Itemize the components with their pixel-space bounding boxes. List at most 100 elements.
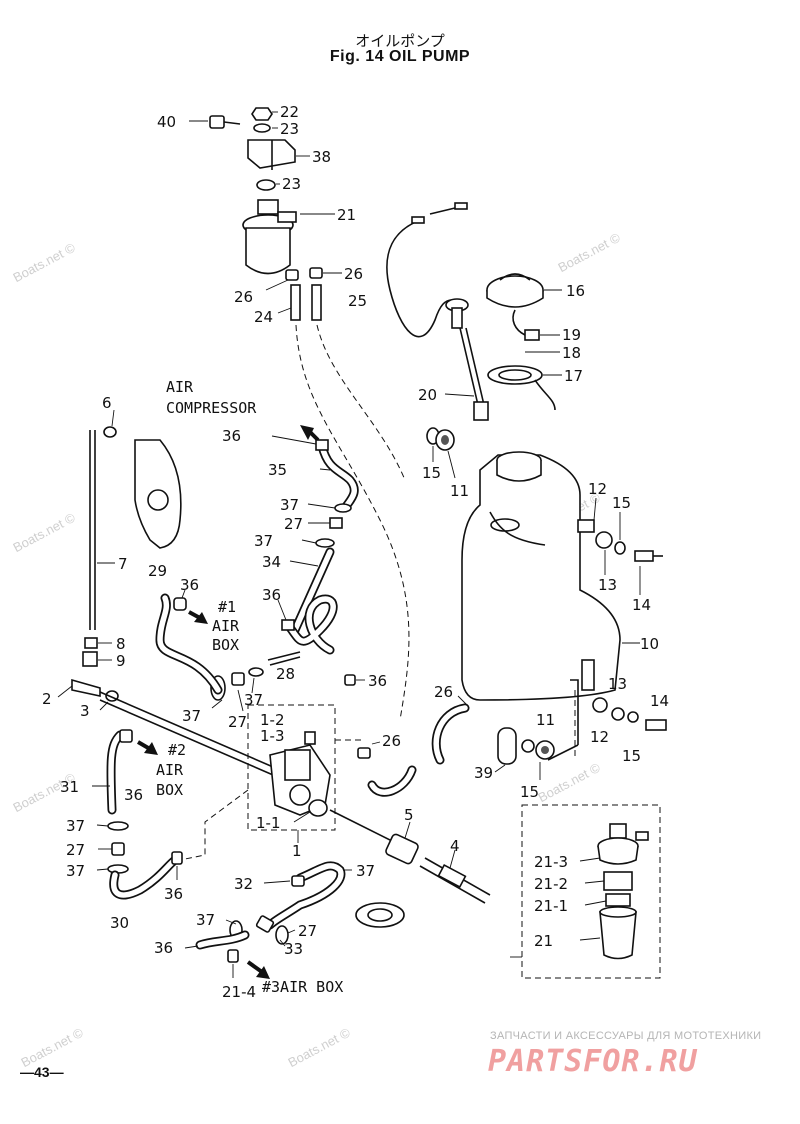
clip-26-lower [357,741,381,759]
callout: 5 [404,806,414,824]
washer-23 [253,123,278,133]
callout: 3 [80,702,90,720]
callout: 34 [262,553,281,571]
hose-32 [263,861,352,930]
callout: 37 [254,532,273,550]
callout: 37 [66,862,85,880]
arrow-air-box-3 [246,960,270,979]
callout-labels: 40 22 23 38 23 21 26 26 24 25 16 19 18 1… [42,103,669,1001]
title-japanese: オイルポンプ [355,32,445,50]
callout: 27 [284,515,303,533]
callout: 27 [228,713,247,731]
callout: 15 [612,494,631,512]
callout: 36 [164,885,183,903]
callout: 9 [116,652,126,670]
nut-22 [251,107,278,121]
callout: 4 [450,837,460,855]
callout: 11 [450,482,469,500]
pipe-24 [277,284,322,321]
filter-detail-21 [510,804,661,979]
oil-level-gauge-20 [444,298,489,421]
callout: 33 [284,940,303,958]
svg-text:AIR: AIR [156,761,184,779]
hose-28 [267,594,338,666]
gear-5 [385,821,419,865]
callout: 26 [434,683,453,701]
svg-text:AIR: AIR [166,378,194,396]
callout: 21-4 [222,983,256,1001]
pipe-34 [289,547,335,635]
callout: 13 [608,675,627,693]
joint-8-9 [82,637,112,667]
strainer-17 [487,365,562,411]
svg-text:#3AIR BOX: #3AIR BOX [262,978,343,996]
hose-30 [109,851,183,900]
hose-33 [184,930,250,978]
sensor-wire-25 [386,202,468,338]
callout: 1-1 [256,814,281,832]
callout: 28 [276,665,295,683]
callout: 39 [474,764,493,782]
callout: 37 [66,817,85,835]
bolt-40 [189,115,241,129]
arrow-air-box-1 [188,610,208,624]
callout: 12 [590,728,609,746]
mount-lower-group [494,679,667,780]
svg-text:AIR: AIR [212,617,240,635]
callout: 17 [564,367,583,385]
callout: 21 [337,206,356,224]
air-box-1-label: #1 AIR BOX [212,598,240,654]
figure-title: Fig. 14 OIL PUMP [329,48,471,65]
callout: 20 [418,386,437,404]
callout: 18 [562,344,581,362]
callout: 30 [110,914,129,932]
callout: 40 [157,113,176,131]
callout: 19 [562,326,581,344]
callout: 31 [60,778,79,796]
callout: 36 [124,786,143,804]
pipe-31 [92,729,133,815]
bracket-6 [103,409,182,549]
callout: 21-1 [534,897,568,915]
clip-26-left [265,269,299,291]
rod-7 [89,430,115,630]
svg-text:#1: #1 [218,598,236,616]
shaft-4 [419,849,491,904]
partsfor-logo: PARTSFOR.RU [488,1044,698,1079]
callout: 13 [598,576,617,594]
callout: 25 [348,292,367,310]
strap-19 [512,309,560,341]
bracket-38 [247,139,310,170]
oil-filter-21 [242,199,335,275]
air-box-2-label: #2 AIR BOX [156,741,186,799]
callout: 12 [588,480,607,498]
callout: 27 [298,922,317,940]
air-compressor-label: AIR COMPRESSOR [166,378,257,417]
callout: 15 [422,464,441,482]
grommet-15-11-upper [426,427,456,479]
clip-37-27-37-upper [301,503,352,548]
callout: 32 [234,875,253,893]
callout: 21 [534,932,553,950]
arrow-air-compressor [300,425,320,442]
callout: 21-2 [534,875,568,893]
callout: 14 [650,692,669,710]
svg-text:COMPRESSOR: COMPRESSOR [166,399,257,417]
callout: 1-2 [260,711,285,729]
washer-23-lower [256,179,280,191]
callout: 23 [280,120,299,138]
callout: 23 [282,175,301,193]
mount-12-15-13-14-upper [593,497,663,595]
callout: 7 [118,555,128,573]
callout: 10 [640,635,659,653]
hose-35 [271,435,359,513]
clip-36-right [344,674,365,686]
callout: 37 [356,862,375,880]
page-number: —43— [20,1064,64,1080]
callout: 21-3 [534,853,568,871]
tank-cap-16 [486,273,562,308]
callout: 36 [154,939,173,957]
callout: 36 [222,427,241,445]
callout: 36 [180,576,199,594]
